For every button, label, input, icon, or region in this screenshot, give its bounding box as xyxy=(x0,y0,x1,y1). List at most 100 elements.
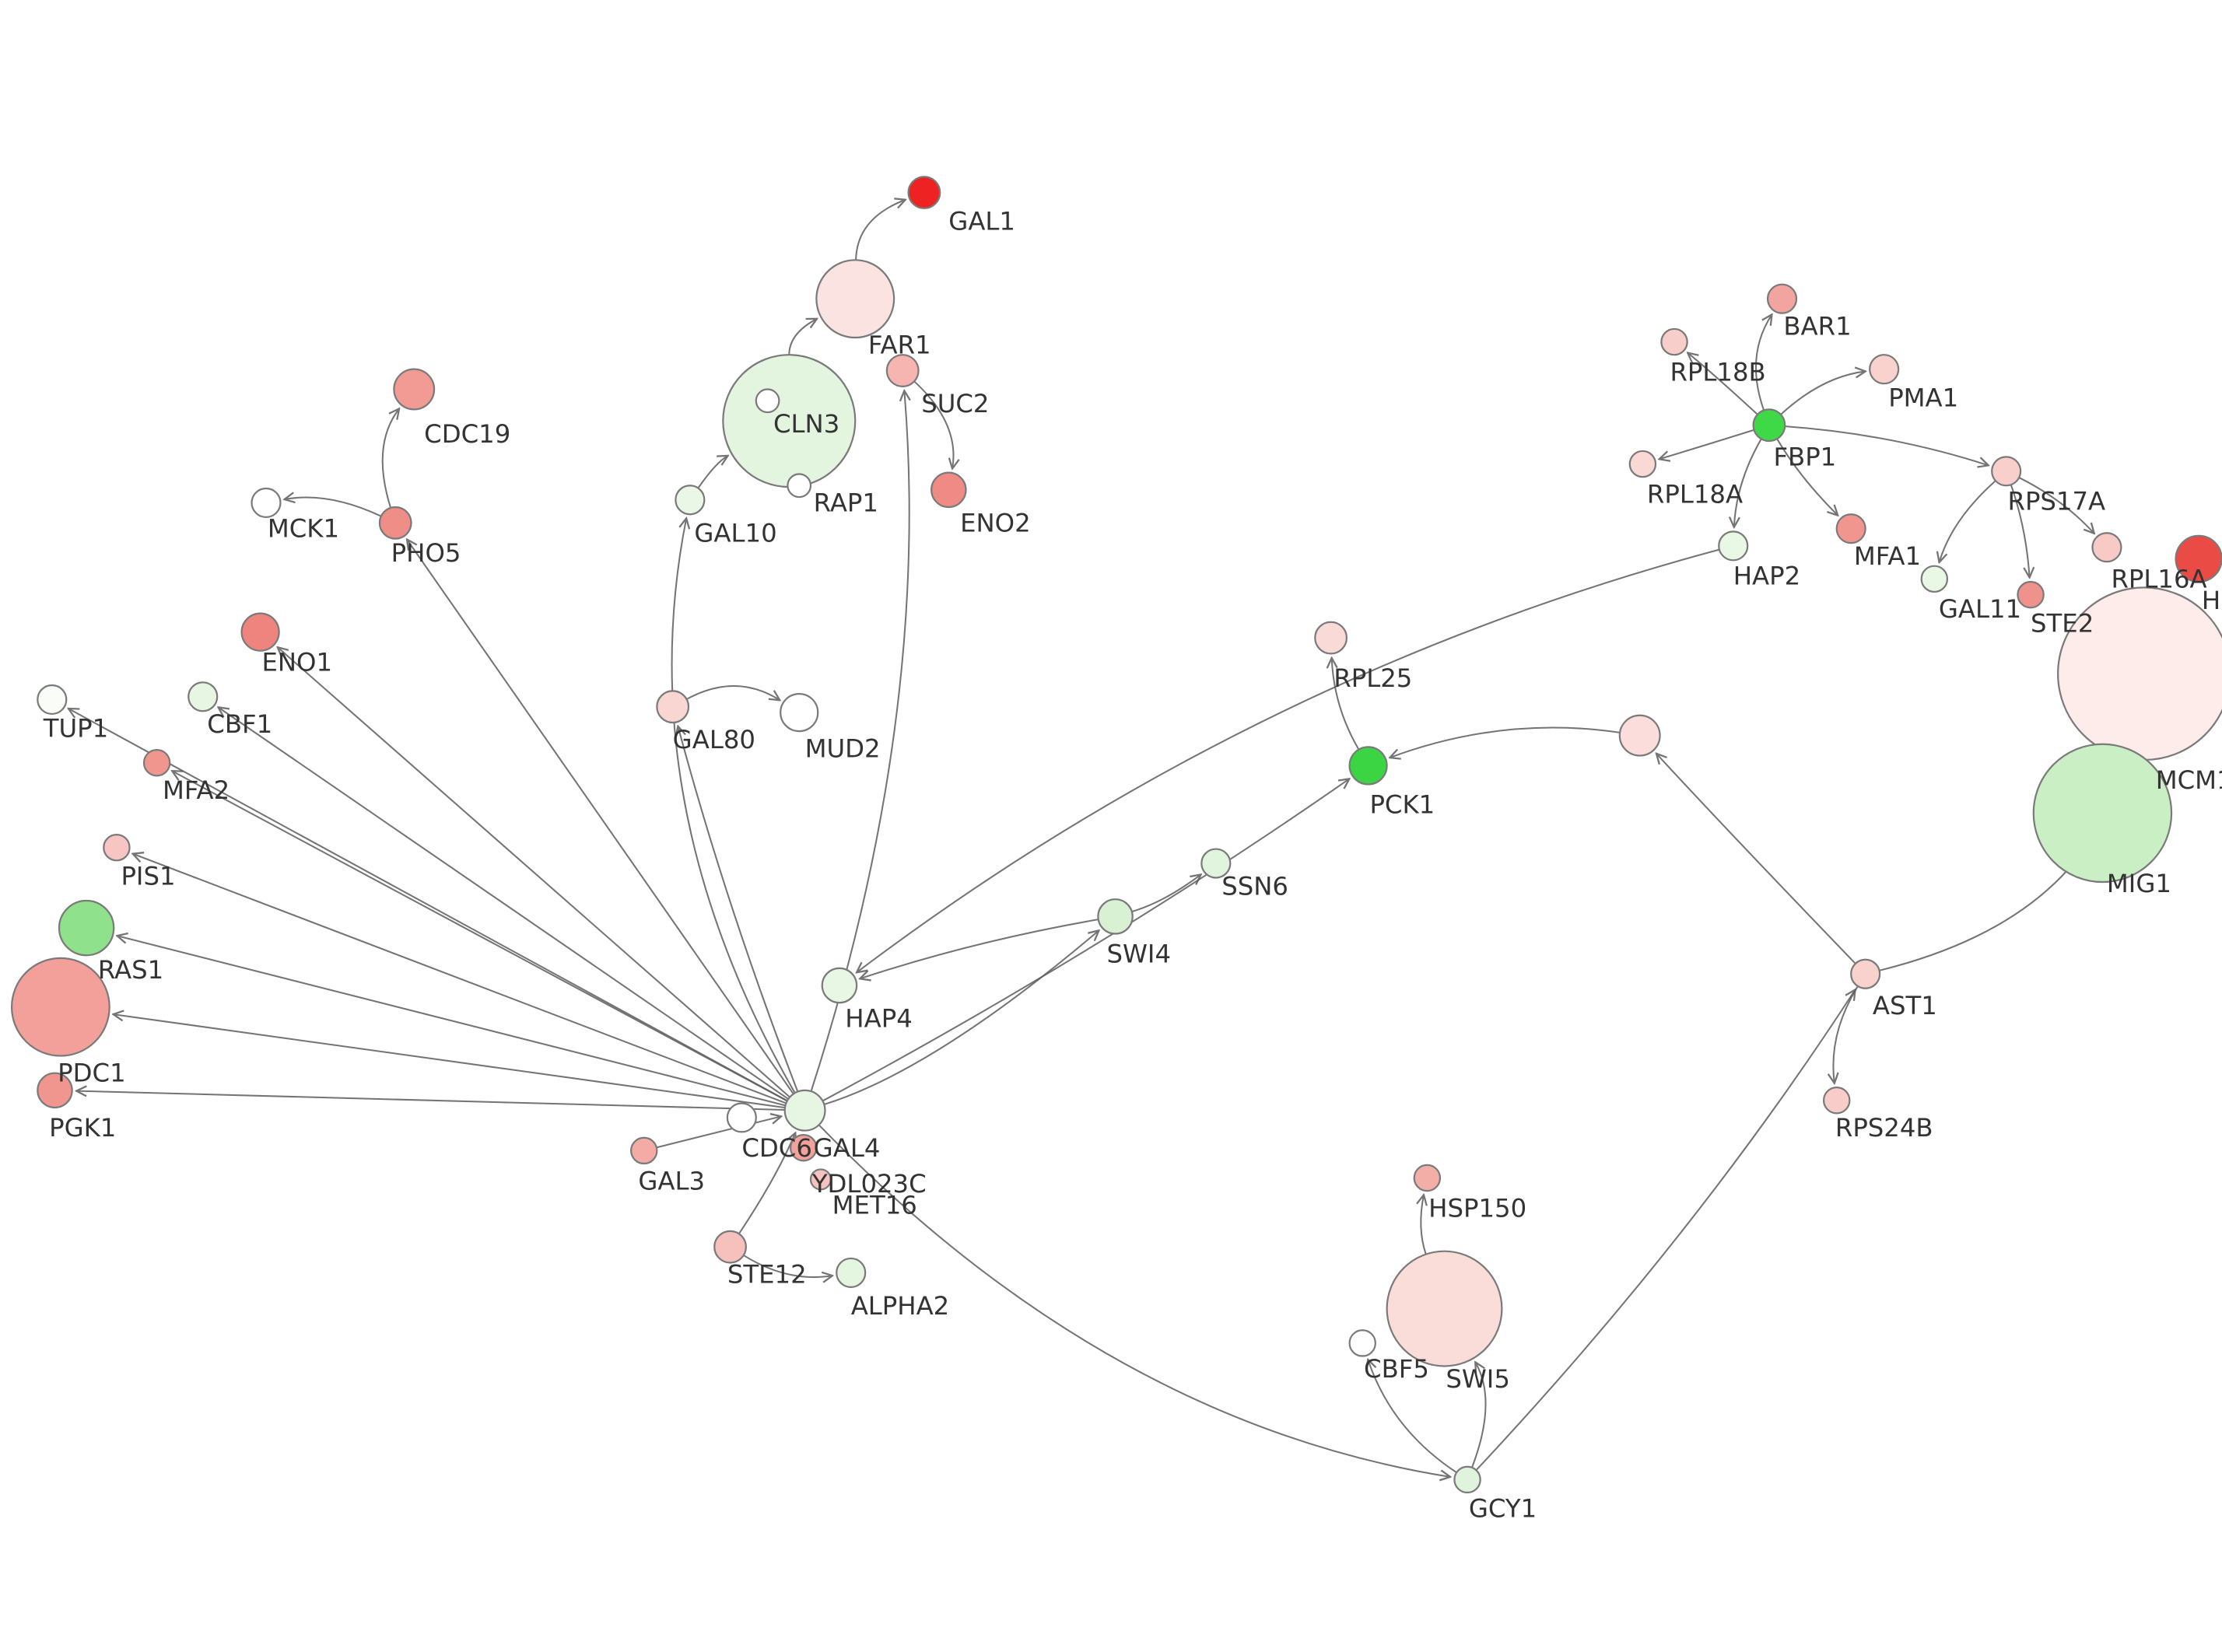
edge-PCK1-RPL25[interactable] xyxy=(1332,658,1360,751)
edge-GAL4-CBF1[interactable] xyxy=(219,707,789,1100)
node-RPS24B[interactable] xyxy=(1822,1087,1851,1115)
edge-STE12-ALPHA2[interactable] xyxy=(743,1255,832,1277)
edge-GAL3-GAL4[interactable] xyxy=(656,1116,781,1149)
node-RPL18A[interactable] xyxy=(1628,450,1657,478)
edge-GAL4-GCY1[interactable] xyxy=(818,1124,1451,1477)
edge-GAL4-PDC1[interactable] xyxy=(114,1014,786,1109)
edge-FBP1-RPL18A[interactable] xyxy=(1659,429,1754,459)
edge-GAL10-CLN3[interactable] xyxy=(697,456,727,489)
edge-GAL4-SWI4[interactable] xyxy=(823,930,1099,1105)
edge-HAP2-HAP4[interactable] xyxy=(857,548,1720,973)
node-TUP1[interactable] xyxy=(37,684,68,716)
edge-GCY1-SWI5[interactable] xyxy=(1471,1362,1487,1468)
node-MCK1[interactable] xyxy=(251,487,282,519)
node-MUD2[interactable] xyxy=(780,692,819,733)
node-RPL16A[interactable] xyxy=(2091,532,2122,563)
node-nodeB[interactable] xyxy=(1618,714,1661,757)
node-MFA1[interactable] xyxy=(1835,513,1866,544)
node-STE2[interactable] xyxy=(2017,580,2045,609)
edge-GCY1-AST1[interactable] xyxy=(1475,989,1855,1471)
edge-GAL4-MFA2[interactable] xyxy=(172,771,788,1102)
node-FAR1[interactable] xyxy=(815,259,895,339)
edge-SWI4-SSN6[interactable] xyxy=(1131,874,1201,913)
edge-nodeB-PCK1[interactable] xyxy=(1390,726,1621,758)
node-HAP2[interactable] xyxy=(1718,530,1749,562)
edge-FBP1-BAR1[interactable] xyxy=(1754,314,1772,411)
edge-GAL4-PIS1[interactable] xyxy=(133,854,787,1104)
node-CDC19[interactable] xyxy=(393,368,436,411)
node-GAL11[interactable] xyxy=(1920,565,1949,593)
edge-PHO5-MCK1[interactable] xyxy=(285,498,382,517)
edge-GCY1-CBF5[interactable] xyxy=(1368,1360,1457,1474)
edge-GAL4-ENO1[interactable] xyxy=(278,647,790,1098)
edge-SUC2-ENO2[interactable] xyxy=(913,380,953,468)
edge-GAL4-PCK1[interactable] xyxy=(822,779,1349,1102)
edge-FBP1-RPS17A[interactable] xyxy=(1785,425,1989,465)
edge-AST1-nodeB[interactable] xyxy=(1656,754,1856,964)
edge-GAL4-RAS1[interactable] xyxy=(117,936,786,1107)
node-SWI5[interactable] xyxy=(1386,1250,1503,1367)
edge-RPS17A-RPL16A[interactable] xyxy=(2018,477,2094,534)
node-AST1[interactable] xyxy=(1850,958,1881,989)
node-label-FAR1: FAR1 xyxy=(868,330,931,359)
node-HSP150[interactable] xyxy=(1413,1164,1442,1192)
node-MIG1[interactable] xyxy=(2032,743,2173,884)
node-GAL10[interactable] xyxy=(675,485,706,516)
node-ENO1[interactable] xyxy=(240,612,280,652)
node-label-SUC2: SUC2 xyxy=(921,389,989,418)
node-GAL80[interactable] xyxy=(656,690,690,724)
edge-FBP1-MFA1[interactable] xyxy=(1776,438,1838,515)
node-label-YDL023C: YDL023C xyxy=(811,1169,927,1199)
node-SWI4[interactable] xyxy=(1097,898,1134,935)
node-SUC2[interactable] xyxy=(885,354,920,387)
node-label-CDC6: CDC6 xyxy=(741,1133,812,1163)
edge-GAL4-PHO5[interactable] xyxy=(407,540,794,1095)
edge-AST1-RPS24B[interactable] xyxy=(1833,985,1859,1083)
edge-CLN3-FAR1[interactable] xyxy=(788,319,817,355)
node-RPS17A[interactable] xyxy=(1991,456,2022,487)
node-PHO5[interactable] xyxy=(378,506,412,540)
node-GAL4[interactable] xyxy=(783,1089,826,1132)
node-BAR1[interactable] xyxy=(1766,283,1798,314)
node-PMA1[interactable] xyxy=(1869,354,1900,385)
node-SSN6[interactable] xyxy=(1200,848,1232,879)
node-nodeA[interactable] xyxy=(755,388,780,414)
edge-PHO5-CDC19[interactable] xyxy=(381,408,399,509)
node-MFA2[interactable] xyxy=(142,749,171,777)
node-PGK1[interactable] xyxy=(37,1072,73,1109)
node-MET16[interactable] xyxy=(809,1168,832,1191)
node-GCY1[interactable] xyxy=(1453,1465,1481,1494)
edge-SWI5-HSP150[interactable] xyxy=(1421,1195,1425,1255)
node-ENO2[interactable] xyxy=(931,471,967,509)
edge-FBP1-RPL18B[interactable] xyxy=(1688,353,1758,415)
node-ALPHA2[interactable] xyxy=(836,1257,867,1288)
node-HAP4[interactable] xyxy=(821,967,858,1004)
node-YDL023C[interactable] xyxy=(790,1133,818,1162)
node-PDC1[interactable] xyxy=(10,957,110,1057)
node-CBF1[interactable] xyxy=(188,681,219,712)
node-RAS1[interactable] xyxy=(58,899,115,957)
node-STE12[interactable] xyxy=(713,1230,747,1264)
node-RPL25[interactable] xyxy=(1314,621,1348,655)
edge-SWI4-HAP4[interactable] xyxy=(860,919,1099,978)
node-GAL3[interactable] xyxy=(630,1136,658,1165)
node-CBF5[interactable] xyxy=(1348,1329,1376,1357)
node-RPL18B[interactable] xyxy=(1660,327,1688,356)
edge-FAR1-GAL1[interactable] xyxy=(855,200,906,261)
node-GAL1[interactable] xyxy=(907,176,941,209)
edge-GAL4-GAL10[interactable] xyxy=(671,518,796,1094)
edge-GAL4-PGK1[interactable] xyxy=(76,1091,785,1111)
edge-GAL4-TUP1[interactable] xyxy=(68,709,788,1102)
edge-RPS17A-STE2[interactable] xyxy=(2010,484,2030,577)
node-CDC6[interactable] xyxy=(726,1102,757,1133)
node-PIS1[interactable] xyxy=(103,833,131,862)
edge-GAL80-MUD2[interactable] xyxy=(686,684,780,700)
node-PCK1[interactable] xyxy=(1348,746,1388,786)
edge-FBP1-HAP2[interactable] xyxy=(1734,438,1762,527)
edge-RPS17A-GAL11[interactable] xyxy=(1940,480,1996,562)
node-FBP1[interactable] xyxy=(1752,408,1786,443)
node-RAP1[interactable] xyxy=(787,473,812,499)
edge-GAL4-GAL80[interactable] xyxy=(678,726,799,1092)
edge-FBP1-PMA1[interactable] xyxy=(1780,371,1866,415)
